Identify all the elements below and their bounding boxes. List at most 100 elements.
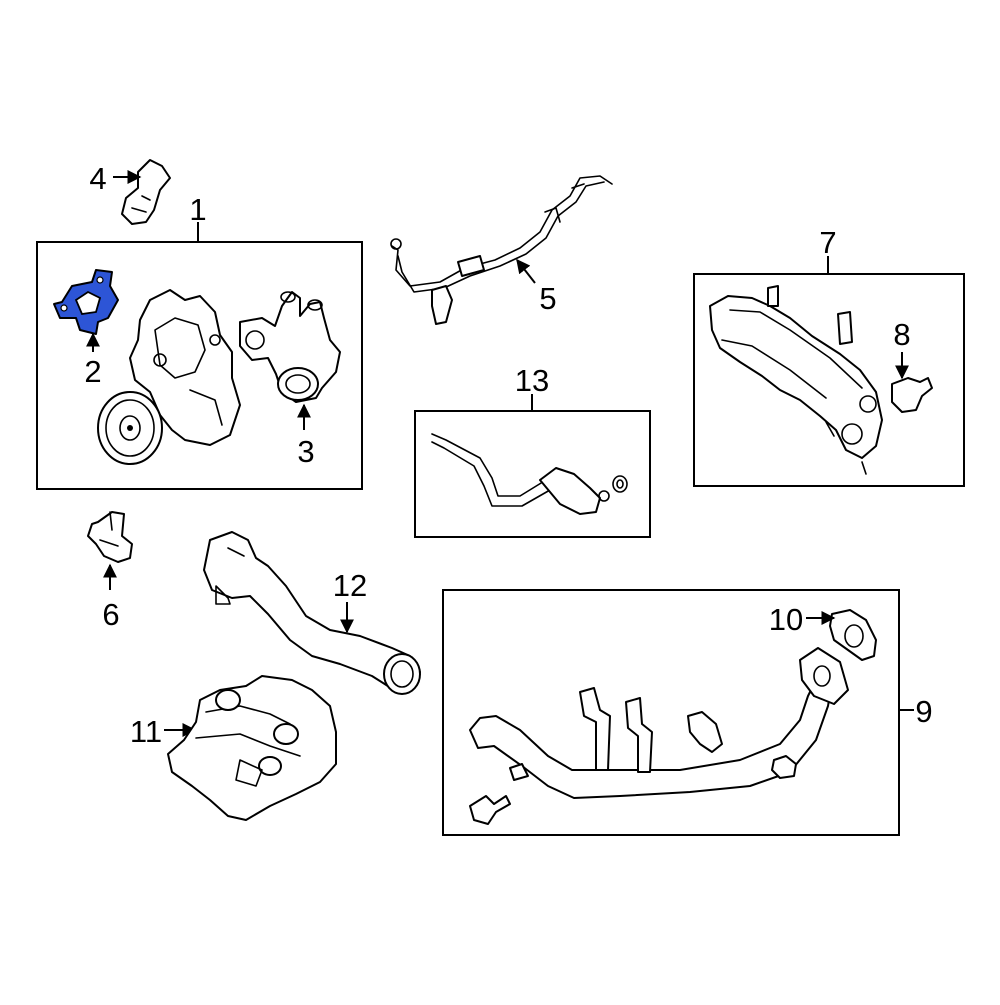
- egr-fitting: [767, 285, 779, 307]
- hose-end: [383, 653, 421, 695]
- housing-outlet: [307, 299, 323, 311]
- gasket-opening: [844, 624, 864, 648]
- part-12-hose[interactable]: [203, 531, 421, 695]
- sensor-body: [891, 377, 933, 413]
- seal-ring-inner: [616, 479, 624, 489]
- pipe-clip: [509, 763, 529, 781]
- module-cap: [273, 723, 299, 745]
- hose-end-inner: [390, 660, 414, 688]
- callout-4[interactable]: 4: [89, 161, 142, 196]
- callout-3[interactable]: 3: [297, 403, 315, 469]
- callout-5[interactable]: 5: [516, 258, 557, 316]
- egr-bolt: [825, 421, 867, 475]
- thermostat-inner: [285, 374, 311, 394]
- part-13-tube[interactable]: [431, 433, 628, 515]
- pipe-nut: [771, 755, 797, 779]
- thermostat: [277, 367, 319, 401]
- housing-outlet: [280, 291, 296, 303]
- module-detail: [235, 759, 263, 787]
- connector-detail: [131, 195, 151, 213]
- tube-fitting: [598, 490, 610, 502]
- callout-label-12: 12: [333, 568, 367, 603]
- part-4-connector[interactable]: [121, 159, 171, 225]
- callout-7[interactable]: 7: [819, 225, 837, 274]
- pump-pulley-hub: [119, 415, 141, 441]
- egr-cooler-body: [709, 295, 883, 459]
- module-body: [167, 675, 337, 821]
- egr-cooler-detail: [721, 339, 827, 399]
- hose-detail: [227, 547, 245, 557]
- gasket-bolt-hole: [96, 276, 104, 284]
- callout-9[interactable]: 9: [899, 694, 933, 729]
- egr-port: [841, 423, 863, 445]
- tube-bracket: [539, 467, 601, 515]
- tube-fitting: [390, 238, 402, 250]
- tube-end: [431, 285, 453, 325]
- part-6-connector[interactable]: [87, 511, 133, 563]
- leader-5: [516, 258, 536, 284]
- callout-label-13: 13: [515, 363, 549, 398]
- housing-port: [245, 330, 265, 350]
- tube-line: [431, 441, 551, 507]
- pump-bolt: [209, 334, 221, 346]
- module-detail: [195, 733, 301, 757]
- tube-clamp: [457, 255, 485, 277]
- part-2-gasket[interactable]: [53, 269, 119, 335]
- gasket-bolt-hole: [60, 304, 68, 312]
- gasket-opening: [74, 290, 102, 315]
- callout-10[interactable]: 10: [769, 602, 836, 637]
- egr-cooler-detail: [729, 309, 863, 389]
- seal-ring: [612, 475, 628, 493]
- callout-label-9: 9: [915, 694, 932, 729]
- callout-13[interactable]: 13: [515, 363, 549, 411]
- part-water-pump[interactable]: [97, 289, 241, 465]
- callout-label-6: 6: [102, 597, 119, 632]
- connector-body: [121, 159, 171, 225]
- callout-11[interactable]: 11: [130, 714, 197, 749]
- callout-label-4: 4: [89, 161, 106, 196]
- callout-label-2: 2: [84, 354, 101, 389]
- tube-line: [431, 433, 561, 497]
- callout-label-11: 11: [130, 714, 162, 749]
- pipe-bracket: [625, 697, 653, 773]
- part-8-sensor[interactable]: [891, 377, 933, 413]
- module-cap: [215, 689, 241, 711]
- group-box-9: [442, 589, 900, 836]
- egr-port: [859, 395, 877, 413]
- part-9-pipe-assembly[interactable]: [469, 647, 849, 825]
- callout-label-8: 8: [893, 317, 910, 352]
- pipe-flange-hole: [813, 665, 831, 687]
- pipe-bolt: [469, 795, 511, 825]
- tube-line: [391, 175, 613, 287]
- callout-12[interactable]: 12: [333, 568, 367, 634]
- connector-body: [87, 511, 133, 563]
- callout-8[interactable]: 8: [893, 317, 911, 380]
- part-7-egr-cooler[interactable]: [709, 285, 883, 475]
- part-5-tube-assembly[interactable]: [390, 175, 613, 325]
- pipe-flange: [799, 647, 849, 705]
- callout-label-10: 10: [769, 602, 803, 637]
- part-10-gasket[interactable]: [829, 609, 877, 661]
- callout-label-5: 5: [539, 281, 556, 316]
- part-11-module[interactable]: [167, 675, 337, 821]
- pump-housing-detail: [189, 389, 223, 426]
- part-3-thermostat-housing[interactable]: [239, 291, 341, 403]
- callout-2[interactable]: 2: [84, 332, 102, 389]
- pump-pulley-center: [127, 425, 133, 431]
- callout-label-1: 1: [189, 192, 206, 227]
- callout-6[interactable]: 6: [102, 563, 120, 632]
- module-cap: [258, 756, 282, 776]
- pipe-bracket: [579, 687, 611, 771]
- tube-line: [397, 181, 605, 293]
- pump-pulley-rim: [105, 399, 155, 457]
- egr-fitting: [837, 311, 853, 345]
- connector-detail: [99, 511, 119, 547]
- hose-clip: [215, 585, 231, 605]
- pump-housing-detail: [154, 317, 206, 379]
- callout-label-3: 3: [297, 434, 314, 469]
- pipe-fitting: [687, 711, 723, 753]
- callout-1[interactable]: 1: [189, 192, 207, 242]
- gasket-shape: [829, 609, 877, 661]
